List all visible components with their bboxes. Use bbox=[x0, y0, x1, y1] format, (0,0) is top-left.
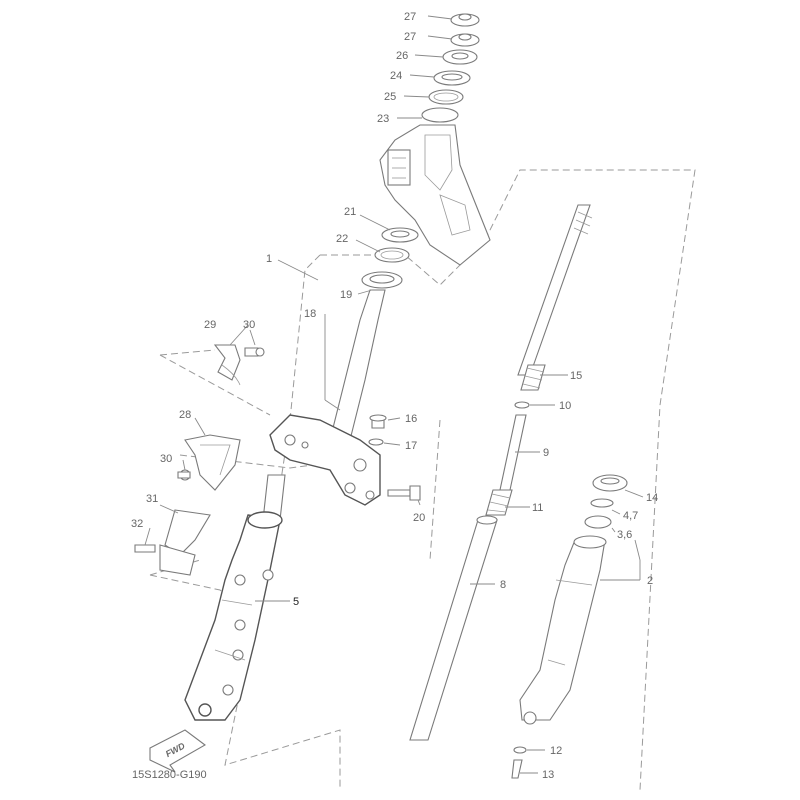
callout-21: 21 bbox=[344, 206, 356, 218]
callout-27-second: 27 bbox=[404, 31, 416, 43]
callout-32: 32 bbox=[131, 518, 143, 530]
callout-16: 16 bbox=[405, 413, 417, 425]
callout-30-top: 30 bbox=[243, 319, 255, 331]
callout-8: 8 bbox=[500, 579, 506, 591]
callout-29: 29 bbox=[204, 319, 216, 331]
callout-17: 17 bbox=[405, 440, 417, 452]
callout-14: 14 bbox=[646, 492, 658, 504]
callout-23: 23 bbox=[377, 113, 389, 125]
callout-13: 13 bbox=[542, 769, 554, 781]
leader-lines bbox=[144, 15, 644, 774]
right-fork-outer-tube bbox=[511, 474, 628, 779]
callout-1: 1 bbox=[266, 253, 272, 265]
callout-10: 10 bbox=[559, 400, 571, 412]
callout-19: 19 bbox=[340, 289, 352, 301]
left-fork-assembly bbox=[184, 474, 286, 721]
steering-stem-bracket bbox=[269, 289, 386, 506]
callout-25: 25 bbox=[384, 91, 396, 103]
callout-18: 18 bbox=[304, 308, 316, 320]
callout-30-middle: 30 bbox=[160, 453, 172, 465]
callout-2: 2 bbox=[647, 575, 653, 587]
lower-bearing-parts bbox=[361, 227, 419, 289]
hose-brackets bbox=[134, 344, 265, 576]
callout-28: 28 bbox=[179, 409, 191, 421]
callout-4-7: 4,7 bbox=[623, 510, 638, 522]
callout-3-6: 3,6 bbox=[617, 529, 632, 541]
fork-inner-parts bbox=[409, 204, 593, 741]
callout-12: 12 bbox=[550, 745, 562, 757]
callout-24: 24 bbox=[390, 70, 402, 82]
callout-9: 9 bbox=[543, 447, 549, 459]
callout-15: 15 bbox=[570, 370, 582, 382]
callout-22: 22 bbox=[336, 233, 348, 245]
callout-27-top: 27 bbox=[404, 11, 416, 23]
bracket-fasteners bbox=[368, 414, 421, 501]
callout-labels: 27 27 26 24 25 23 21 22 1 19 18 29 30 28… bbox=[131, 11, 658, 781]
callout-20: 20 bbox=[413, 512, 425, 524]
callout-5: 5 bbox=[293, 596, 299, 608]
fwd-arrow: FWD bbox=[149, 729, 206, 773]
steering-nut-stack bbox=[421, 13, 480, 123]
callout-11: 11 bbox=[532, 502, 543, 514]
callout-31: 31 bbox=[146, 493, 158, 505]
frame-head-pipe bbox=[379, 124, 491, 266]
diagram-code: 15S1280-G190 bbox=[132, 769, 207, 781]
callout-26: 26 bbox=[396, 50, 408, 62]
